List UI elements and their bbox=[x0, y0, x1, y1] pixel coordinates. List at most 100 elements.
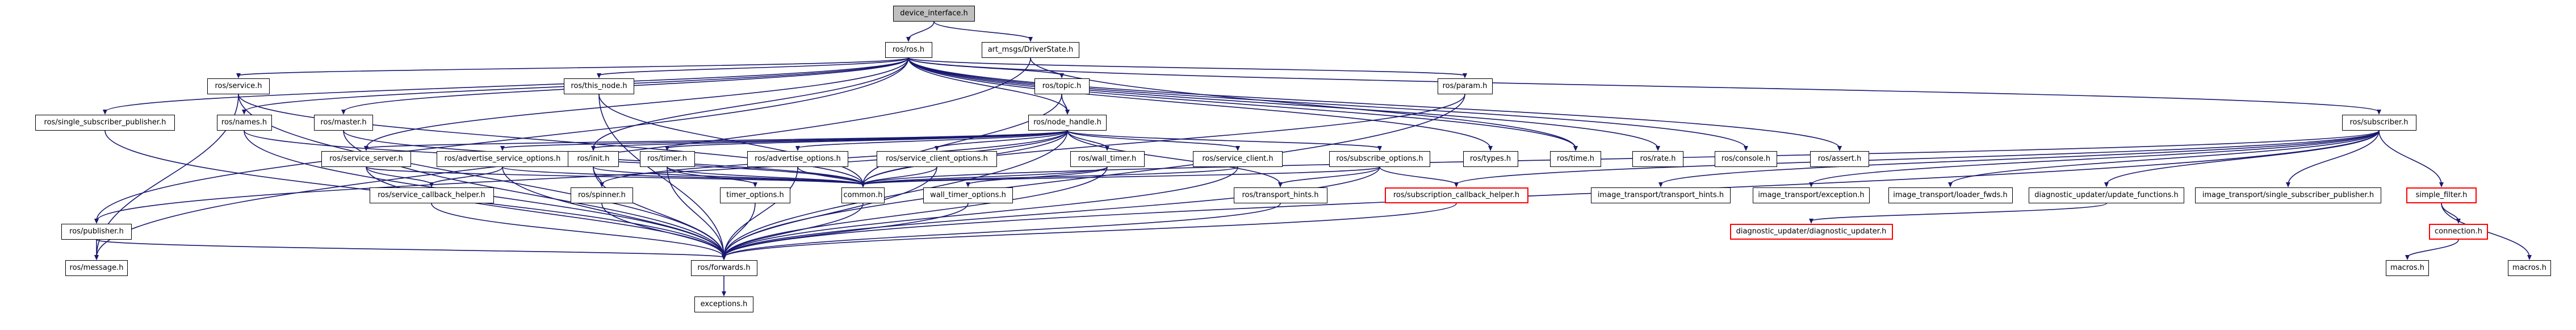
node-connection[interactable]: connection.h bbox=[2429, 224, 2488, 240]
include-edge bbox=[908, 57, 1465, 76]
edge-arrowhead bbox=[1377, 146, 1382, 151]
edge-arrowhead bbox=[722, 255, 726, 260]
include-edge bbox=[908, 21, 935, 40]
include-edge bbox=[667, 130, 1068, 149]
node-sub-opts[interactable]: ros/subscribe_options.h bbox=[1329, 151, 1430, 167]
node-common[interactable]: common.h bbox=[841, 187, 885, 203]
node-message[interactable]: ros/message.h bbox=[65, 260, 128, 276]
include-edge bbox=[502, 166, 724, 258]
node-console[interactable]: ros/console.h bbox=[1715, 151, 1777, 167]
include-edge bbox=[667, 166, 756, 185]
include-edge bbox=[723, 166, 1380, 258]
node-service-client[interactable]: ros/service_client.h bbox=[1193, 151, 1283, 167]
include-edge bbox=[96, 239, 724, 258]
edge-arrowhead bbox=[935, 146, 939, 151]
include-edge bbox=[366, 166, 864, 185]
include-edge bbox=[1950, 130, 2380, 185]
edge-arrowhead bbox=[2104, 182, 2109, 187]
node-it-exception[interactable]: image_transport/exception.h bbox=[1753, 187, 1870, 203]
node-names[interactable]: ros/names.h bbox=[216, 115, 272, 131]
node-timer-opts[interactable]: timer_options.h bbox=[720, 187, 790, 203]
include-edge bbox=[366, 166, 432, 185]
node-sub-cb-helper[interactable]: ros/subscription_callback_helper.h bbox=[1384, 187, 1528, 203]
node-init[interactable]: ros/init.h bbox=[568, 151, 619, 167]
include-edge bbox=[723, 166, 1108, 258]
edge-arrowhead bbox=[597, 73, 601, 78]
include-edge bbox=[908, 57, 1576, 149]
node-wall-timer[interactable]: ros/wall_timer.h bbox=[1070, 151, 1145, 167]
edge-arrowhead bbox=[364, 146, 368, 151]
include-edge bbox=[723, 203, 1457, 258]
edge-arrowhead bbox=[2405, 255, 2410, 260]
node-adv-opts[interactable]: ros/advertise_options.h bbox=[747, 151, 848, 167]
node-scb-helper[interactable]: ros/service_callback_helper.h bbox=[369, 187, 494, 203]
include-edge bbox=[723, 203, 756, 258]
node-exceptions[interactable]: exceptions.h bbox=[694, 296, 753, 312]
node-subscriber[interactable]: ros/subscriber.h bbox=[2342, 115, 2416, 131]
include-edge bbox=[2106, 130, 2380, 185]
node-ros-ros[interactable]: ros/ros.h bbox=[885, 42, 932, 58]
node-ssp[interactable]: ros/single_subscriber_publisher.h bbox=[35, 115, 175, 131]
edge-arrowhead bbox=[341, 110, 346, 115]
include-edge bbox=[1067, 130, 1380, 149]
include-edge bbox=[908, 57, 1068, 112]
node-simple-filter[interactable]: simple_filter.h bbox=[2406, 187, 2477, 203]
node-macros2[interactable]: macros.h bbox=[2508, 260, 2551, 276]
node-service[interactable]: ros/service.h bbox=[207, 78, 270, 94]
node-device-interface[interactable]: device_interface.h bbox=[893, 6, 975, 22]
include-edge bbox=[908, 57, 1840, 149]
include-edge bbox=[862, 94, 1062, 185]
include-edge bbox=[1030, 57, 1576, 149]
edge-arrowhead bbox=[795, 146, 800, 151]
node-srv-client-opts[interactable]: ros/service_client_options.h bbox=[877, 151, 997, 167]
include-edge bbox=[1811, 130, 2380, 185]
node-it-loader-fwds[interactable]: image_transport/loader_fwds.h bbox=[1888, 187, 2013, 203]
node-service-server[interactable]: ros/service_server.h bbox=[321, 151, 411, 167]
include-edge bbox=[1811, 203, 2107, 222]
node-time[interactable]: ros/time.h bbox=[1550, 151, 1601, 167]
include-edge bbox=[908, 57, 1746, 149]
node-it-transport-hints[interactable]: image_transport/transport_hints.h bbox=[1591, 187, 1731, 203]
include-edge bbox=[598, 94, 724, 258]
edge-arrowhead bbox=[2439, 182, 2444, 187]
edge-arrowhead bbox=[1656, 146, 1660, 151]
node-wall-timer-opts[interactable]: wall_timer_options.h bbox=[923, 187, 1013, 203]
include-edge bbox=[797, 166, 864, 185]
node-param[interactable]: ros/param.h bbox=[1437, 78, 1493, 94]
edge-arrowhead bbox=[1065, 110, 1070, 115]
node-this-node[interactable]: ros/this_node.h bbox=[564, 78, 634, 94]
include-edge bbox=[723, 203, 1281, 258]
node-assert[interactable]: ros/assert.h bbox=[1810, 151, 1869, 167]
include-edge bbox=[366, 57, 909, 149]
node-node-handle[interactable]: ros/node_handle.h bbox=[1028, 115, 1107, 131]
node-du-updater[interactable]: diagnostic_updater/diagnostic_updater.h bbox=[1729, 224, 1893, 240]
node-du-update-fns[interactable]: diagnostic_updater/update_functions.h bbox=[2029, 187, 2184, 203]
node-forwards[interactable]: ros/forwards.h bbox=[690, 260, 757, 276]
node-macros1[interactable]: macros.h bbox=[2386, 260, 2429, 276]
node-spinner[interactable]: ros/spinner.h bbox=[571, 187, 633, 203]
node-driver-state[interactable]: art_msgs/DriverState.h bbox=[982, 42, 1079, 58]
node-topic[interactable]: ros/topic.h bbox=[1034, 78, 1090, 94]
include-edge bbox=[667, 166, 864, 185]
node-rate[interactable]: ros/rate.h bbox=[1632, 151, 1683, 167]
node-adv-srv-opts[interactable]: ros/advertise_service_options.h bbox=[436, 151, 569, 167]
node-master[interactable]: ros/master.h bbox=[314, 115, 373, 131]
include-edge bbox=[723, 203, 864, 258]
include-edge bbox=[933, 21, 1031, 40]
edge-arrowhead bbox=[753, 182, 757, 187]
include-edge bbox=[862, 166, 937, 185]
include-edge bbox=[1061, 94, 1068, 112]
edge-arrowhead bbox=[1235, 146, 1240, 151]
node-transport-hints[interactable]: ros/transport_hints.h bbox=[1233, 187, 1327, 203]
node-it-ssp[interactable]: image_transport/single_subscriber_publis… bbox=[2195, 187, 2381, 203]
include-edge bbox=[96, 130, 1068, 222]
include-edge bbox=[431, 203, 724, 258]
include-edge bbox=[2378, 130, 2442, 185]
edge-arrowhead bbox=[591, 146, 596, 151]
include-edge bbox=[1660, 130, 2380, 185]
node-timer[interactable]: ros/timer.h bbox=[639, 151, 695, 167]
include-edge bbox=[593, 57, 909, 149]
node-publisher[interactable]: ros/publisher.h bbox=[61, 224, 132, 240]
node-types[interactable]: ros/types.h bbox=[1463, 151, 1518, 167]
include-edge bbox=[598, 57, 909, 76]
